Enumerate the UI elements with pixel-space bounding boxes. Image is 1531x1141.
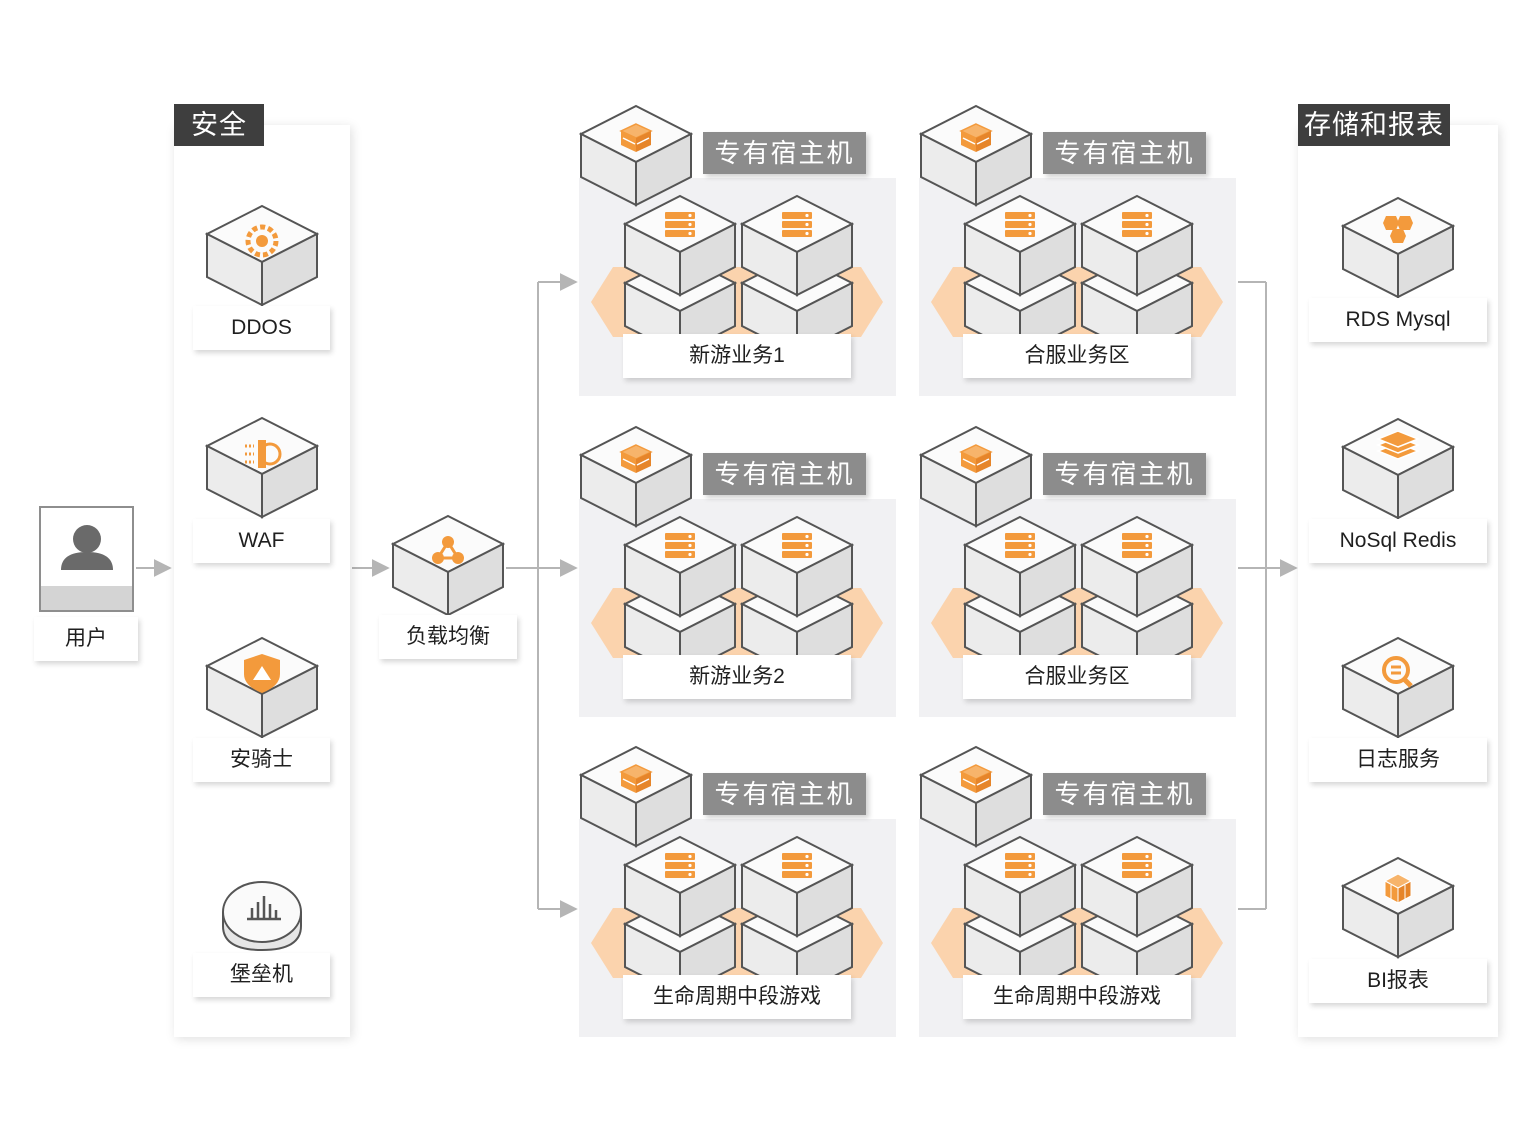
firewall-globe-icon bbox=[245, 440, 282, 468]
log-service-cube[interactable] bbox=[1341, 636, 1455, 740]
rds-mysql-cube[interactable] bbox=[1341, 196, 1455, 300]
cube-chart-icon bbox=[1383, 873, 1413, 904]
server-rack-icon bbox=[1005, 212, 1035, 237]
storage-title: 存储和报表 bbox=[1298, 104, 1450, 146]
log-search-icon bbox=[1382, 656, 1413, 688]
server-rack-icon bbox=[782, 212, 812, 237]
server-cube-upper[interactable] bbox=[623, 835, 737, 939]
server-rack-icon bbox=[1122, 853, 1152, 878]
server-cube-upper[interactable] bbox=[963, 515, 1077, 619]
server-rack-icon bbox=[665, 533, 695, 558]
bi-report-label: BI报表 bbox=[1309, 959, 1487, 1003]
layered-stack-icon bbox=[1375, 430, 1421, 460]
host-tag: 专有宿主机 bbox=[1043, 453, 1206, 495]
server-cube-upper[interactable] bbox=[740, 194, 854, 298]
ddos-label: DDOS bbox=[193, 306, 330, 350]
host-tag: 专有宿主机 bbox=[703, 773, 866, 815]
bastion-label: 堡垒机 bbox=[193, 953, 330, 997]
host-tag: 专有宿主机 bbox=[703, 132, 866, 174]
host-server-icon bbox=[959, 764, 993, 793]
nosql-redis-cube[interactable] bbox=[1341, 417, 1455, 521]
zone-label: 新游业务1 bbox=[623, 334, 851, 378]
server-rack-icon bbox=[1005, 853, 1035, 878]
shield-alert-icon bbox=[244, 654, 280, 693]
gear-shield-icon bbox=[245, 224, 279, 258]
server-cube-upper[interactable] bbox=[740, 835, 854, 939]
nosql-redis-label: NoSql Redis bbox=[1309, 519, 1487, 563]
anqishi-label: 安骑士 bbox=[193, 738, 330, 782]
server-cube-upper[interactable] bbox=[623, 194, 737, 298]
server-rack-icon bbox=[665, 853, 695, 878]
bi-report-cube[interactable] bbox=[1341, 856, 1455, 960]
host-tag: 专有宿主机 bbox=[703, 453, 866, 495]
load-balancer-label: 负载均衡 bbox=[379, 615, 517, 659]
user-label: 用户 bbox=[34, 617, 138, 661]
host-server-icon bbox=[619, 764, 653, 793]
server-rack-icon bbox=[782, 533, 812, 558]
host-cube[interactable] bbox=[579, 104, 693, 208]
server-rack-icon bbox=[1122, 533, 1152, 558]
host-server-icon bbox=[959, 444, 993, 473]
host-server-icon bbox=[619, 444, 653, 473]
host-cube[interactable] bbox=[919, 104, 1033, 208]
network-nodes-icon bbox=[432, 536, 464, 564]
server-rack-icon bbox=[665, 212, 695, 237]
server-rack-icon bbox=[1122, 212, 1152, 237]
server-cube-upper[interactable] bbox=[963, 194, 1077, 298]
zone-label: 生命周期中段游戏 bbox=[623, 975, 851, 1019]
security-title: 安全 bbox=[174, 104, 264, 146]
host-cube[interactable] bbox=[579, 745, 693, 849]
host-cube[interactable] bbox=[579, 425, 693, 529]
zone-label: 合服业务区 bbox=[963, 655, 1191, 699]
person-icon bbox=[41, 525, 132, 610]
host-cube[interactable] bbox=[919, 425, 1033, 529]
host-server-icon bbox=[619, 123, 653, 152]
server-rack-icon bbox=[1005, 533, 1035, 558]
database-hexagon-icon bbox=[1383, 216, 1413, 243]
ddos-cube[interactable] bbox=[205, 204, 319, 308]
bastion-host-icon bbox=[247, 896, 281, 921]
server-cube-upper[interactable] bbox=[623, 515, 737, 619]
server-cube-upper[interactable] bbox=[1080, 835, 1194, 939]
zone-label: 生命周期中段游戏 bbox=[963, 975, 1191, 1019]
host-cube[interactable] bbox=[919, 745, 1033, 849]
rds-mysql-label: RDS Mysql bbox=[1309, 298, 1487, 342]
server-cube-upper[interactable] bbox=[1080, 194, 1194, 298]
load-balancer-cube[interactable] bbox=[391, 514, 505, 618]
host-tag: 专有宿主机 bbox=[1043, 132, 1206, 174]
server-cube-upper[interactable] bbox=[963, 835, 1077, 939]
server-rack-icon bbox=[782, 853, 812, 878]
waf-label: WAF bbox=[193, 519, 330, 563]
user-box[interactable] bbox=[39, 506, 134, 612]
bastion-device[interactable] bbox=[221, 874, 303, 954]
waf-cube[interactable] bbox=[205, 416, 319, 520]
zone-label: 新游业务2 bbox=[623, 655, 851, 699]
log-service-label: 日志服务 bbox=[1309, 738, 1487, 782]
host-server-icon bbox=[959, 123, 993, 152]
anqishi-cube[interactable] bbox=[205, 636, 319, 740]
zone-label: 合服业务区 bbox=[963, 334, 1191, 378]
server-cube-upper[interactable] bbox=[740, 515, 854, 619]
host-tag: 专有宿主机 bbox=[1043, 773, 1206, 815]
server-cube-upper[interactable] bbox=[1080, 515, 1194, 619]
